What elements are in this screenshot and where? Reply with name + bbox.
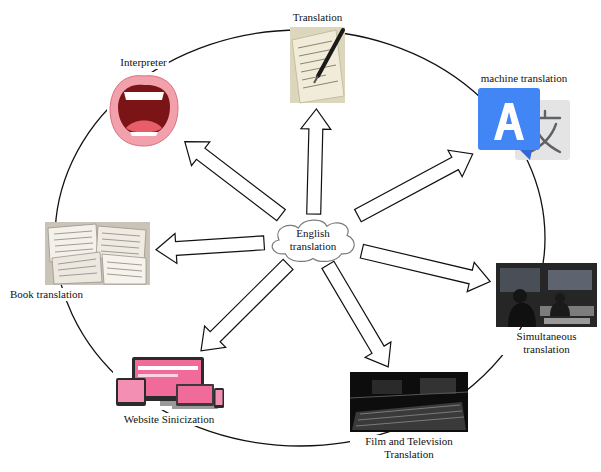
mouth-picture — [107, 72, 180, 148]
outer-circle — [55, 30, 545, 446]
picture-caption: Simultaneous translation — [496, 330, 597, 355]
block-arrow — [322, 261, 391, 367]
block-arrow — [301, 109, 331, 214]
picture-node: Interpreter — [107, 72, 180, 148]
block-arrow — [156, 234, 265, 264]
books-picture — [45, 222, 150, 285]
picture-caption: Film and Television Translation — [350, 435, 468, 460]
paper-pen-picture — [290, 27, 345, 103]
block-arrow — [201, 259, 293, 350]
block-arrow — [360, 244, 490, 291]
picture-caption: Website Sinicization — [122, 413, 216, 426]
picture-node: Simultaneous translation — [496, 263, 597, 327]
picture-node: Film and Television Translation — [350, 372, 468, 432]
picture-node: Book translation — [45, 222, 150, 285]
picture-node: Website Sinicization — [113, 355, 225, 410]
picture-caption: Translation — [291, 11, 345, 24]
picture-caption: machine translation — [479, 72, 569, 85]
booth-picture — [496, 263, 597, 327]
studio-picture — [350, 372, 468, 432]
devices-picture — [113, 355, 225, 410]
picture-node: machine translation — [478, 88, 570, 165]
picture-node: Translation — [290, 27, 345, 103]
block-arrow — [185, 142, 285, 221]
picture-caption: Book translation — [8, 288, 85, 301]
block-arrow — [355, 150, 473, 222]
cloud-label: English translation — [282, 227, 344, 252]
translate-icon — [478, 88, 570, 160]
picture-caption: Interpreter — [118, 56, 168, 69]
cloud-node: English translation — [267, 217, 359, 262]
